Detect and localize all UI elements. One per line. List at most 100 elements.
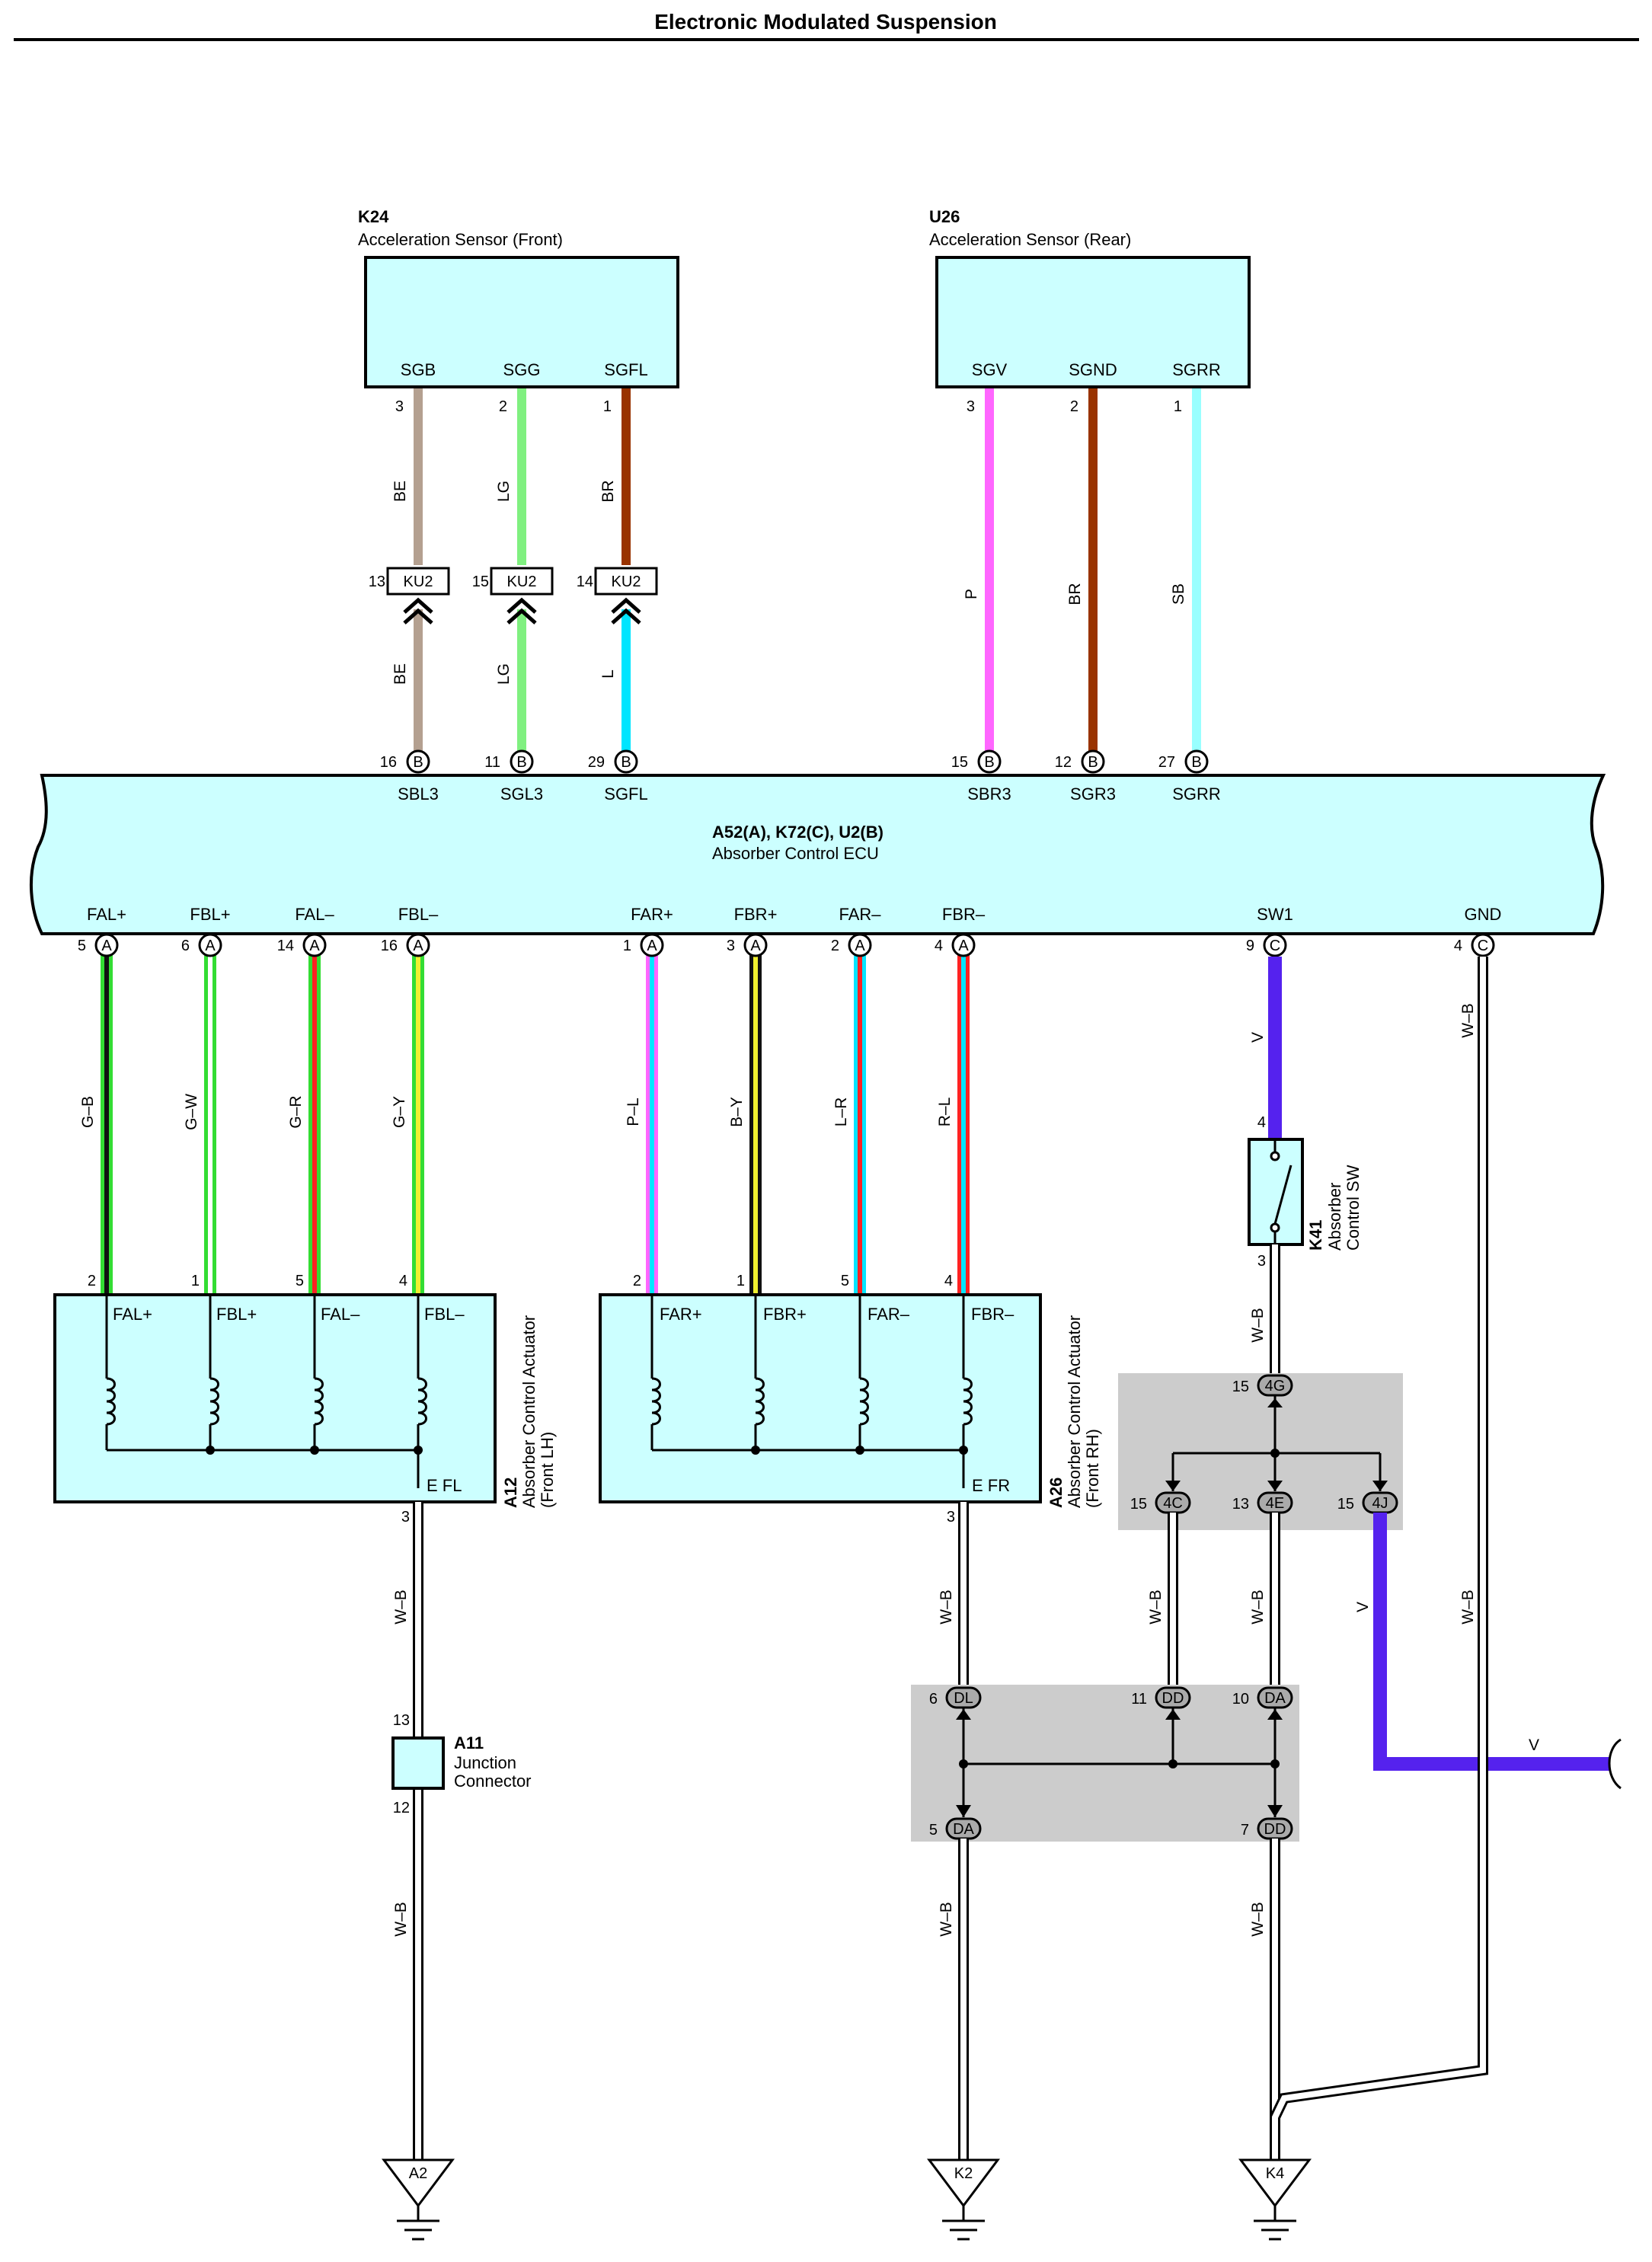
connector-ku2 — [490, 567, 554, 596]
junction-id: DA — [1264, 1690, 1286, 1707]
wire-sgg: 2 LG LG 15 KU2 B 11 — [472, 388, 554, 774]
k24-terminal-sgb: SGB — [401, 360, 436, 379]
wire-4e-to-da: W–B — [1249, 1513, 1280, 1688]
wire-sgfl: 1 BR L 14 KU2 B 29 — [577, 388, 658, 774]
k24-code: K24 — [358, 207, 389, 226]
ground-a2: A2 — [382, 2158, 455, 2241]
a26-terminal: FBR+ — [763, 1305, 807, 1324]
ecu-bottom-terminal: SW1 — [1257, 905, 1293, 924]
a12-terminal: FAL– — [321, 1305, 360, 1324]
pin-number: 16 — [381, 938, 398, 954]
pin-number: 4 — [399, 1273, 407, 1289]
wire-fal-minus: A 14 G–R 5 — [277, 933, 327, 1295]
wire-color-code: W–B — [1147, 1589, 1165, 1625]
ground-id: K2 — [954, 2165, 973, 2182]
a12-ground-terminal: E FL — [427, 1476, 462, 1495]
ecu-code: A52(A), K72(C), U2(B) — [712, 823, 884, 842]
ground-k4: K4 — [1238, 2158, 1312, 2241]
ecu-bottom-terminal: FBR– — [942, 905, 986, 924]
ground-id: A2 — [409, 2165, 427, 2182]
junction-block-d: DL 6 DD 11 DA 10 DA 5 DD 7 — [911, 1685, 1299, 1842]
wire-a12-ground: 3 W–B 13 12 W–B — [392, 1502, 423, 2160]
a26-terminal: FBR– — [971, 1305, 1015, 1324]
pin-number: 16 — [380, 754, 397, 771]
u26-name: Acceleration Sensor (Rear) — [929, 230, 1131, 249]
pin-number: 2 — [831, 938, 839, 954]
ecu-bottom-terminal: GND — [1465, 905, 1502, 924]
wire-color-code: G–B — [79, 1096, 97, 1128]
u26-acceleration-sensor-rear: U26 Acceleration Sensor (Rear) SGV SGND … — [929, 207, 1251, 388]
ecu-top-terminal: SGR3 — [1070, 784, 1116, 804]
wire-color-code: P — [963, 589, 980, 599]
junction-id: DA — [953, 1821, 974, 1838]
ecu-connector-letter: A — [855, 938, 865, 954]
a26-terminal: FAR+ — [660, 1305, 702, 1324]
wire-fbr-plus: A 3 B–Y 1 — [727, 933, 768, 1295]
pin-number: 14 — [277, 938, 294, 954]
wire-color-code: W–B — [392, 1589, 410, 1625]
a26-absorber-actuator-front-rh: FAR+ FBR+ FAR– FBR– E FR A26 Absorber Co… — [599, 1293, 1102, 1508]
wire-sgb: 3 BE BE 13 KU2 B 16 — [369, 388, 450, 774]
a11-name-line2: Connector — [454, 1772, 532, 1791]
junction-id: 4J — [1372, 1495, 1388, 1512]
wire-color-code: V — [1249, 1032, 1267, 1043]
k24-terminal-sgg: SGG — [503, 360, 541, 379]
pin-number: 2 — [88, 1273, 96, 1289]
wire-color-code: G–Y — [391, 1096, 408, 1128]
pin-number: 3 — [727, 938, 735, 954]
a26-ground-terminal: E FR — [972, 1476, 1010, 1495]
junction-id: DD — [1162, 1690, 1184, 1707]
pin-number: 2 — [633, 1273, 641, 1289]
ecu-connector-letter: B — [1191, 754, 1201, 771]
pin-number: 15 — [1337, 1496, 1354, 1513]
a12-terminal: FBL– — [424, 1305, 465, 1324]
diagram-title: Electronic Modulated Suspension — [654, 10, 997, 34]
wire-color-code: BE — [391, 481, 409, 502]
a12-name-line1: Absorber Control Actuator — [519, 1315, 538, 1508]
wire-far-plus: A 1 P–L 2 — [623, 933, 664, 1295]
wire-color-code: W–B — [392, 1902, 410, 1937]
wire-color-code: W–B — [1249, 1902, 1267, 1937]
wire-color-code: G–W — [183, 1094, 200, 1130]
wire-color-code: BE — [391, 663, 409, 685]
ground-k2: K2 — [927, 2158, 1000, 2241]
k24-terminal-sgfl: SGFL — [604, 360, 647, 379]
ecu-connector-letter: C — [1478, 938, 1488, 954]
pin-number: 3 — [401, 1509, 410, 1526]
connector-id: KU2 — [404, 573, 433, 590]
ecu-name: Absorber Control ECU — [712, 844, 879, 863]
connector-id: KU2 — [507, 573, 537, 590]
ecu-bottom-terminal: FAL– — [295, 905, 334, 924]
a12-code: A12 — [501, 1478, 520, 1508]
k24-acceleration-sensor-front: K24 Acceleration Sensor (Front) SGB SGG … — [358, 207, 679, 388]
wire-color-code: LG — [495, 663, 513, 685]
pin-number: 6 — [929, 1691, 938, 1708]
wire-color-code: W–B — [1249, 1589, 1267, 1625]
ecu-connector-letter: A — [647, 938, 657, 954]
ecu-connector-letter: B — [621, 754, 631, 771]
pin-number: 3 — [1257, 1253, 1266, 1270]
k41-code: K41 — [1306, 1220, 1325, 1251]
ecu-connector-letter: B — [413, 754, 423, 771]
a11-name-line1: Junction — [454, 1753, 516, 1772]
k41-name-line2: Control SW — [1344, 1165, 1363, 1251]
connector-ku2 — [594, 567, 658, 596]
wire-color-code: W–B — [1459, 1003, 1477, 1038]
wire-color-code: W–B — [1459, 1589, 1477, 1625]
wire-color-code: BR — [1066, 583, 1084, 605]
u26-terminal-sgv: SGV — [972, 360, 1008, 379]
pin-number: 14 — [577, 573, 593, 590]
wire-color-code: W–B — [1249, 1308, 1267, 1343]
wire-color-code: G–R — [287, 1095, 305, 1128]
wire-far-minus: A 2 L–R 5 — [831, 933, 872, 1295]
pin-number: 5 — [929, 1822, 938, 1839]
pin-number: 4 — [935, 938, 943, 954]
a12-absorber-actuator-front-lh: FAL+ FBL+ FAL– FBL– E FL A12 Absorber Co… — [53, 1293, 557, 1508]
wire-fbl-minus: A 16 G–Y 4 — [381, 933, 430, 1295]
wire-ecu-gnd: C 4 W–B W–B — [1270, 933, 1495, 2160]
u26-terminal-sgrr: SGRR — [1172, 360, 1221, 379]
ecu-bottom-terminal: FBL– — [398, 905, 439, 924]
junction-block-4: 4G 15 4C 15 4E 13 4J 15 — [1118, 1373, 1403, 1530]
pin-number: 13 — [1232, 1496, 1249, 1513]
